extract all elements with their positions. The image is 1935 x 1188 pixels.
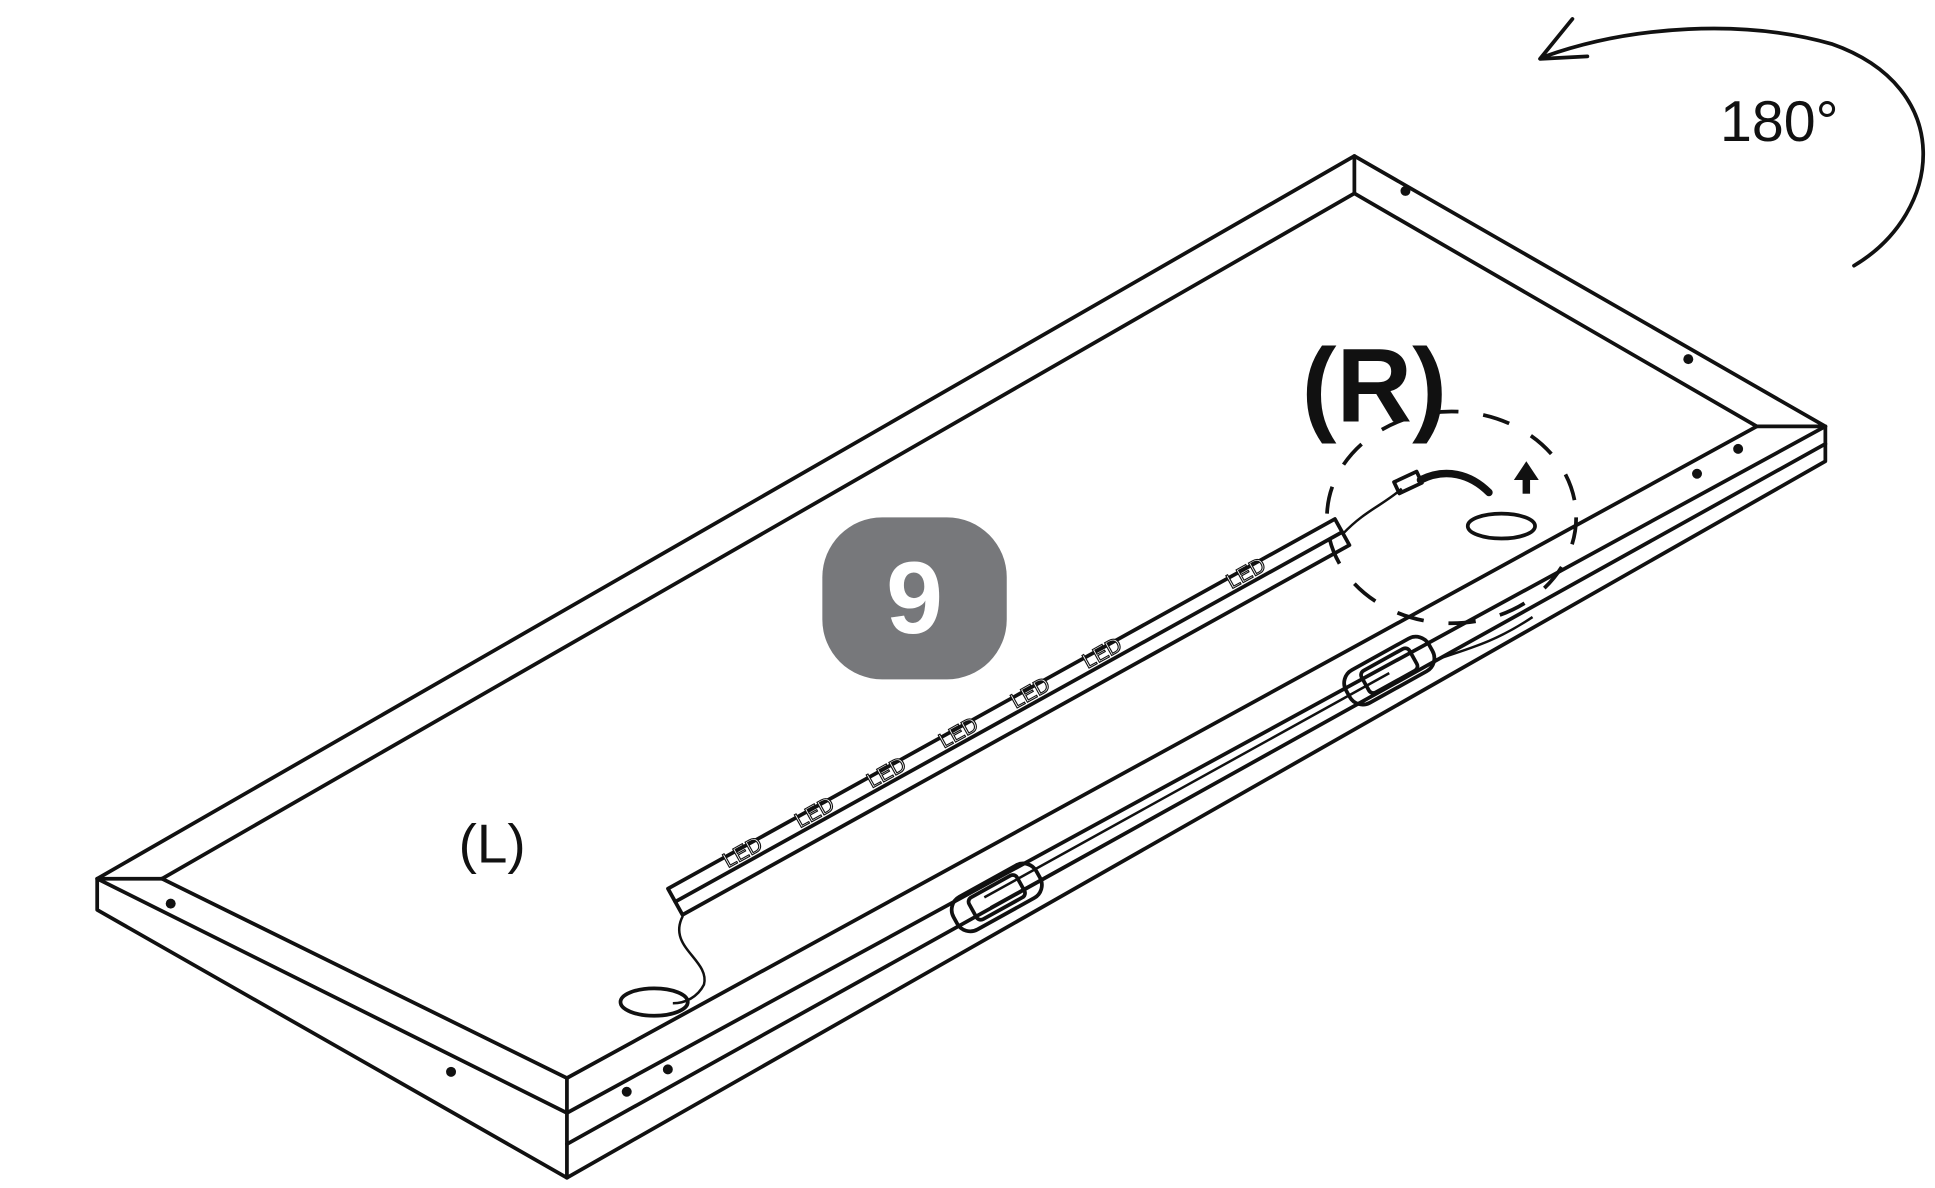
panel-frame [95,154,1828,1180]
detail-callout-circle [1325,409,1579,626]
right-side-label: (R) [1302,327,1447,444]
step-badge: 9 [822,517,1007,680]
step-number: 9 [886,541,943,655]
cable-clip [949,861,1044,934]
cable-clip [1342,634,1437,707]
rotation-label: 180° [1720,90,1839,154]
rotate-180-arrow-icon [1538,17,1926,268]
led-cable-left [618,915,706,1018]
led-cable-right [1342,469,1537,541]
left-side-label: (L) [459,813,526,875]
wire-channel [983,616,1534,909]
up-arrow-icon [1513,461,1539,494]
